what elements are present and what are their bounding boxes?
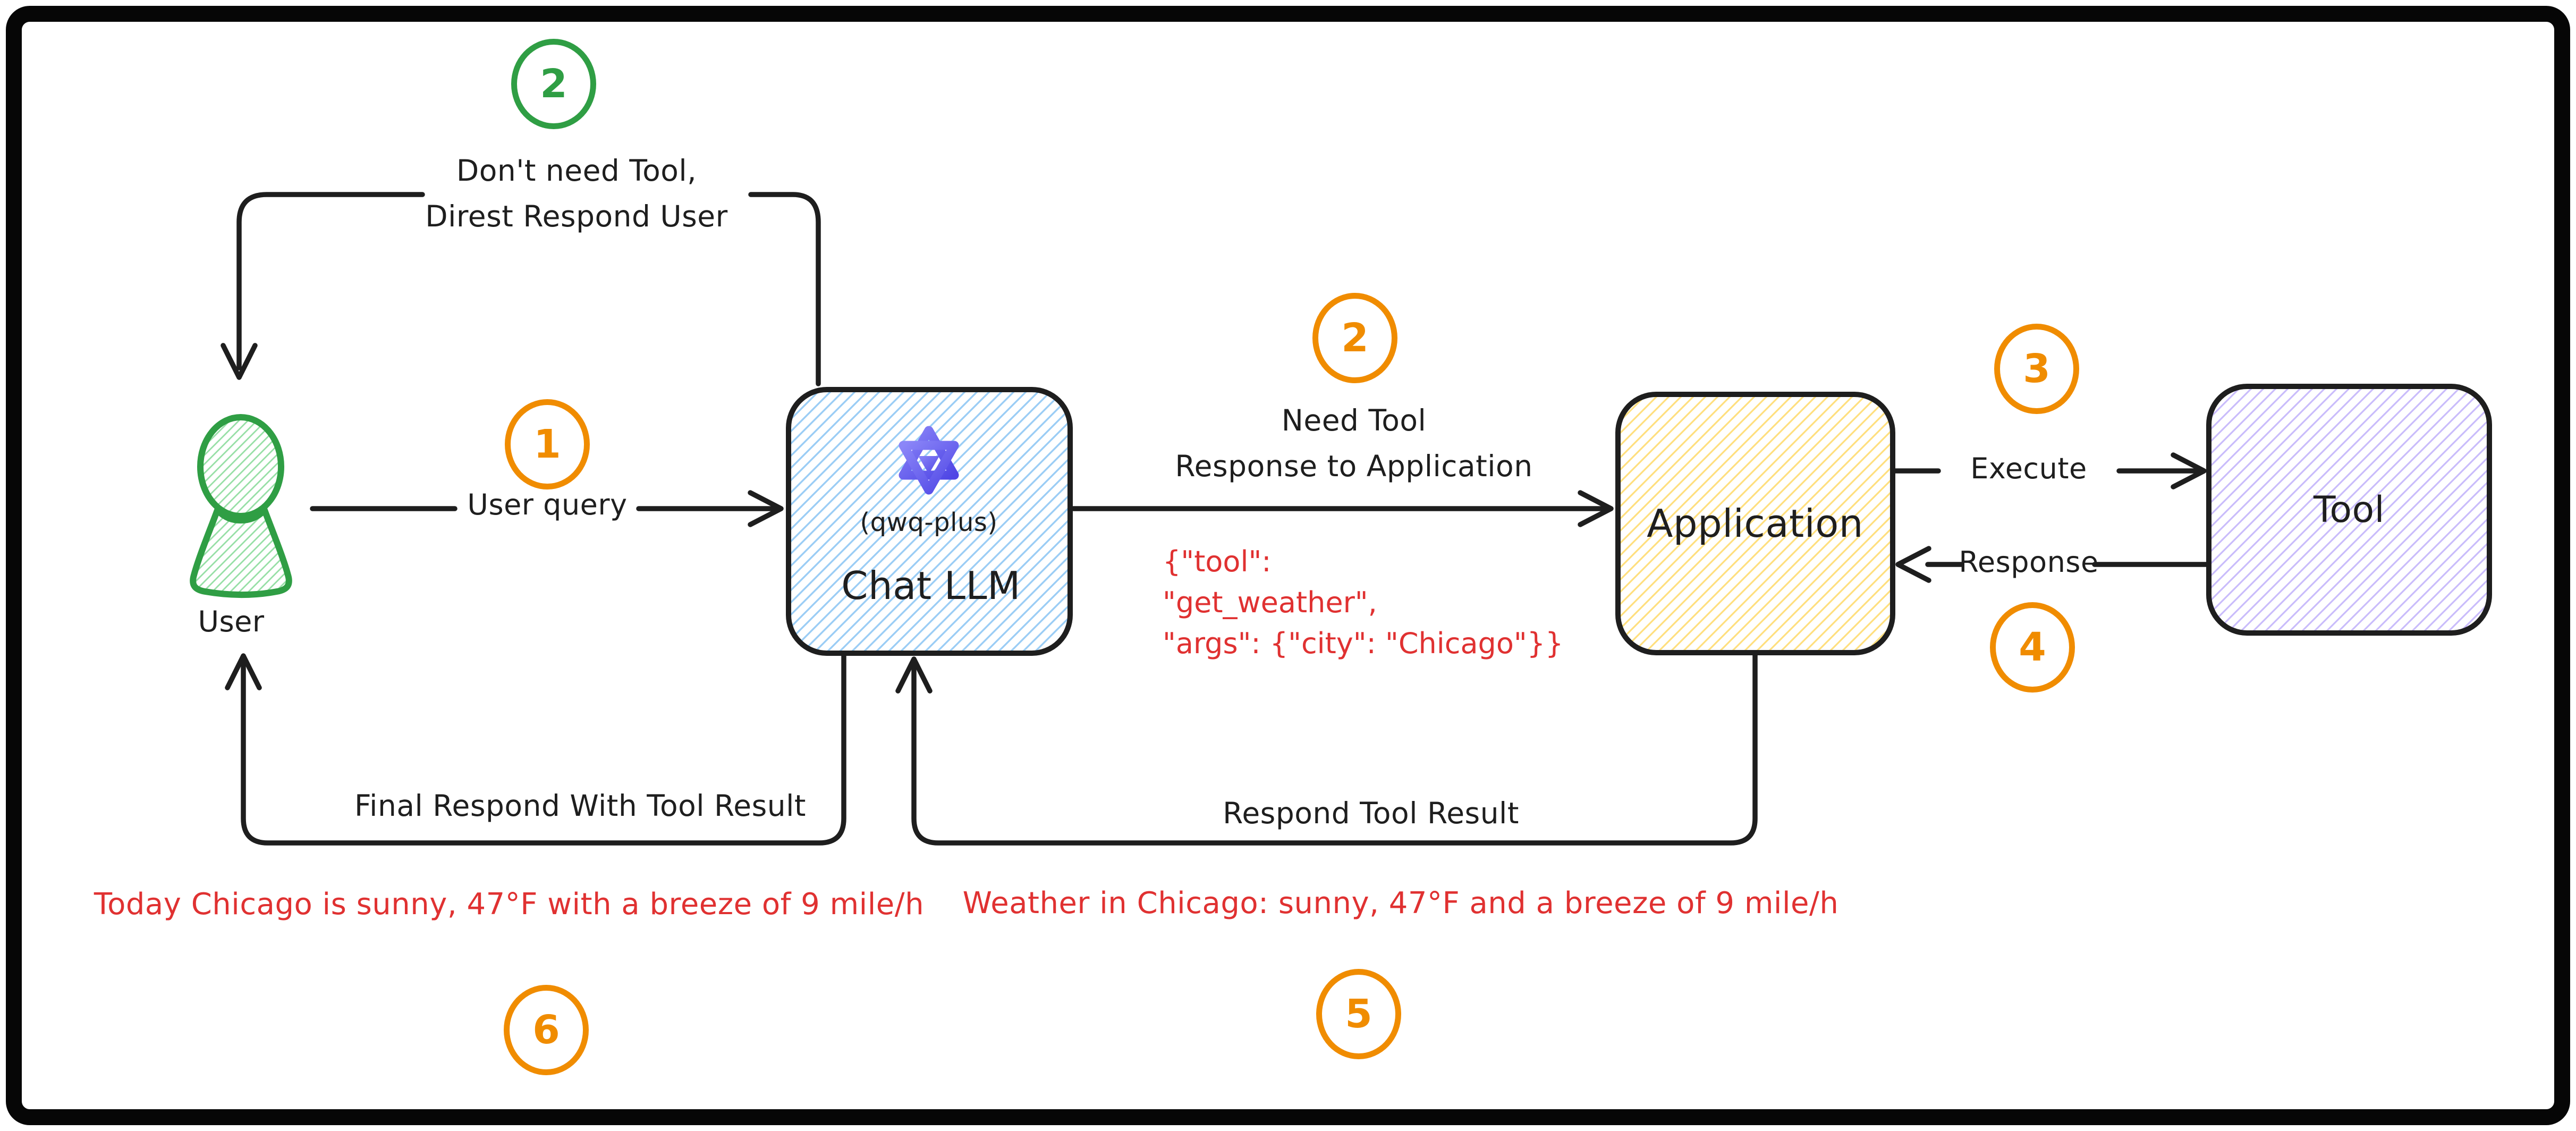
step-badge-user-query: 1: [505, 399, 590, 489]
tool-call-json-line1: {"tool":: [1163, 545, 1272, 578]
tool-title: Tool: [2313, 489, 2385, 531]
tool-result-annotation: Weather in Chicago: sunny, 47°F and a br…: [962, 886, 1839, 921]
step-badge-direct-no-tool: 2: [511, 39, 596, 129]
direct-respond-label-line2: Direst Respond User: [425, 199, 728, 233]
user-label: User: [198, 605, 265, 638]
user-query-arrow: [310, 490, 784, 527]
need-tool-label-line2: Response to Application: [1175, 449, 1533, 483]
execute-label: Execute: [1970, 452, 2087, 485]
final-respond-arrow: [225, 652, 846, 846]
chat-llm-model-label: (qwq-plus): [860, 508, 998, 537]
final-answer-annotation: Today Chicago is sunny, 47°F with a bree…: [94, 887, 925, 922]
step-badge-need-tool: 2: [1312, 293, 1397, 383]
user-query-label: User query: [467, 488, 628, 521]
tool-call-json-line3: "args": {"city": "Chicago"}}: [1163, 627, 1564, 660]
direct-respond-label: Don't need Tool, Direst Respond User: [425, 148, 728, 239]
respond-tool-result-arrow: [895, 652, 1758, 846]
tool-call-json: {"tool": "get_weather", "args": {"city":…: [1163, 541, 1563, 664]
tool-call-json-line2: "get_weather",: [1163, 586, 1377, 619]
step-badge-execute: 3: [1994, 324, 2079, 414]
step-badge-final-respond: 6: [504, 985, 589, 1075]
need-tool-label-line1: Need Tool: [1281, 403, 1427, 437]
final-respond-label: Final Respond With Tool Result: [354, 789, 806, 823]
tool-box: [2206, 384, 2492, 636]
chat-llm-title: Chat LLM: [841, 563, 1021, 608]
user-figure-icon: [190, 414, 292, 598]
need-tool-label: Need Tool Response to Application: [1175, 398, 1532, 489]
respond-tool-result-label: Respond Tool Result: [1223, 796, 1519, 830]
step-badge-respond-tool-result: 5: [1316, 969, 1401, 1059]
response-label: Response: [1959, 545, 2099, 579]
application-box: [1615, 392, 1895, 655]
execute-arrow: [1892, 452, 2207, 489]
direct-respond-arrow: [221, 192, 821, 386]
chat-llm-box: [786, 387, 1073, 656]
need-tool-arrow: [1071, 490, 1614, 527]
direct-respond-label-line1: Don't need Tool,: [456, 154, 697, 188]
application-title: Application: [1647, 501, 1863, 546]
qwen-logo-icon: [899, 426, 959, 495]
response-arrow: [1895, 546, 2209, 583]
step-badge-response: 4: [1990, 602, 2075, 693]
